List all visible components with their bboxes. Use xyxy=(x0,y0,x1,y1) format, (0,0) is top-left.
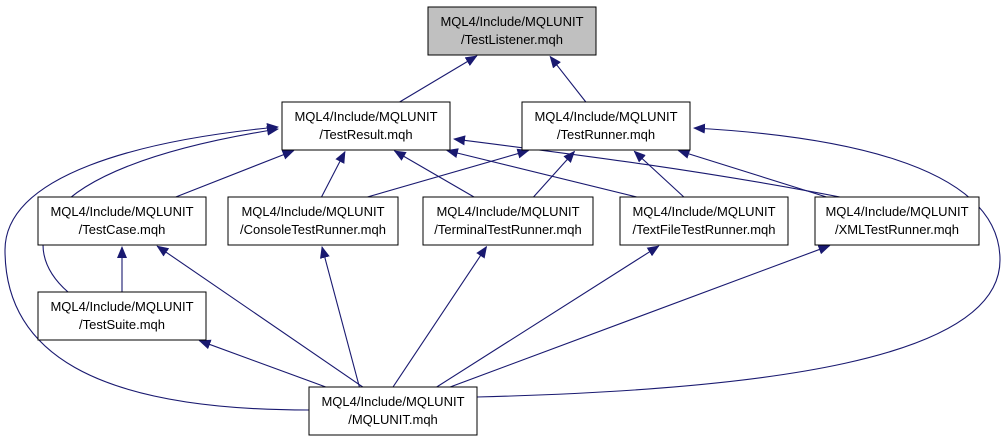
node-box-textfile xyxy=(619,196,789,246)
edge-mqlunit-to-terminal xyxy=(392,245,488,388)
node-mqlunit[interactable]: MQL4/Include/MQLUNIT/MQLUNIT.mqh xyxy=(308,386,478,436)
node-testcase[interactable]: MQL4/Include/MQLUNIT/TestCase.mqh xyxy=(37,196,207,246)
node-label-console-line2: /ConsoleTestRunner.mqh xyxy=(240,222,386,237)
node-box-mqlunit xyxy=(308,386,478,436)
edge-mqlunit-to-runner xyxy=(476,123,1001,398)
node-label-textfile-line2: /TextFileTestRunner.mqh xyxy=(632,222,775,237)
node-box-runner xyxy=(521,101,691,151)
edge-mqlunit-to-xml xyxy=(449,244,831,388)
edge-mqlunit-to-result xyxy=(4,123,310,411)
node-label-testcase-line1: MQL4/Include/MQLUNIT xyxy=(50,204,193,219)
node-label-xml-line2: /XMLTestRunner.mqh xyxy=(835,222,959,237)
node-terminal[interactable]: MQL4/Include/MQLUNIT/TerminalTestRunner.… xyxy=(422,196,594,246)
node-result[interactable]: MQL4/Include/MQLUNIT/TestResult.mqh xyxy=(281,101,451,151)
node-label-console-line1: MQL4/Include/MQLUNIT xyxy=(241,204,384,219)
edge-mqlunit-to-testcase xyxy=(156,245,364,388)
node-label-terminal-line2: /TerminalTestRunner.mqh xyxy=(434,222,581,237)
node-label-mqlunit-line2: /MQLUNIT.mqh xyxy=(348,412,438,427)
edge-result-to-listener xyxy=(399,55,478,103)
node-suite[interactable]: MQL4/Include/MQLUNIT/TestSuite.mqh xyxy=(37,291,207,341)
node-box-console xyxy=(227,196,399,246)
node-label-listener-line2: /TestListener.mqh xyxy=(461,32,563,47)
edge-console-to-runner xyxy=(367,148,530,198)
node-box-xml xyxy=(814,196,980,246)
edge-textfile-to-runner xyxy=(633,150,685,198)
edge-terminal-to-runner xyxy=(533,150,576,198)
node-label-xml-line1: MQL4/Include/MQLUNIT xyxy=(825,204,968,219)
edge-mqlunit-to-textfile xyxy=(436,245,660,388)
edge-textfile-to-result xyxy=(445,148,637,198)
node-label-result-line1: MQL4/Include/MQLUNIT xyxy=(294,109,437,124)
edge-mqlunit-to-console xyxy=(320,245,360,388)
node-label-terminal-line1: MQL4/Include/MQLUNIT xyxy=(436,204,579,219)
node-label-runner-line1: MQL4/Include/MQLUNIT xyxy=(534,109,677,124)
edge-layer xyxy=(4,55,1001,411)
edge-xml-to-runner xyxy=(677,149,827,198)
edge-mqlunit-to-suite xyxy=(198,339,326,388)
node-layer: MQL4/Include/MQLUNIT/TestListener.mqhMQL… xyxy=(37,6,980,436)
node-box-suite xyxy=(37,291,207,341)
node-label-suite-line2: /TestSuite.mqh xyxy=(79,317,165,332)
node-box-terminal xyxy=(422,196,594,246)
node-box-listener xyxy=(427,6,597,56)
node-box-testcase xyxy=(37,196,207,246)
node-runner[interactable]: MQL4/Include/MQLUNIT/TestRunner.mqh xyxy=(521,101,691,151)
node-xml[interactable]: MQL4/Include/MQLUNIT/XMLTestRunner.mqh xyxy=(814,196,980,246)
node-label-mqlunit-line1: MQL4/Include/MQLUNIT xyxy=(321,394,464,409)
edge-xml-to-result xyxy=(453,135,841,198)
node-label-runner-line2: /TestRunner.mqh xyxy=(557,127,655,142)
node-label-testcase-line2: /TestCase.mqh xyxy=(79,222,166,237)
node-label-result-line2: /TestResult.mqh xyxy=(319,127,412,142)
node-console[interactable]: MQL4/Include/MQLUNIT/ConsoleTestRunner.m… xyxy=(227,196,399,246)
node-label-listener-line1: MQL4/Include/MQLUNIT xyxy=(440,14,583,29)
edge-console-to-result xyxy=(321,150,346,198)
node-label-suite-line1: MQL4/Include/MQLUNIT xyxy=(50,299,193,314)
edge-testcase-to-result xyxy=(175,150,295,198)
edge-runner-to-listener xyxy=(549,55,587,103)
node-box-result xyxy=(281,101,451,151)
node-listener: MQL4/Include/MQLUNIT/TestListener.mqh xyxy=(427,6,597,56)
node-textfile[interactable]: MQL4/Include/MQLUNIT/TextFileTestRunner.… xyxy=(619,196,789,246)
edge-terminal-to-result xyxy=(393,150,475,198)
node-label-textfile-line1: MQL4/Include/MQLUNIT xyxy=(632,204,775,219)
